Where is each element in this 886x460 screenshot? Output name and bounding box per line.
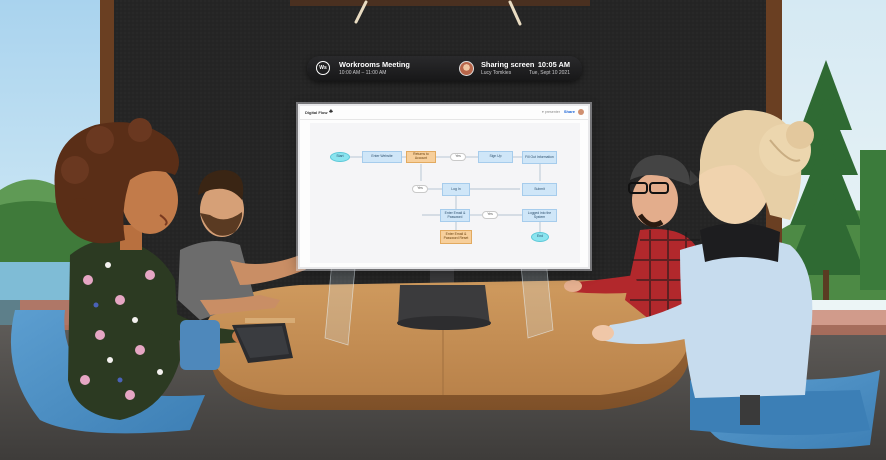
meeting-title: Workrooms Meeting — [339, 60, 410, 69]
shared-screen-display[interactable]: Digital Flow ♣ ▾ presenter Share — [300, 106, 588, 267]
flow-node-yes-2: Yes — [412, 185, 428, 193]
flow-node-logged-into-system: Logged into the System — [522, 209, 557, 222]
meeting-status-bar[interactable]: Ws Workrooms Meeting 10:00 AM – 11:00 AM… — [307, 56, 582, 81]
flow-node-yes-1: Yes — [450, 153, 466, 161]
flow-node-enter-email-password: Enter Email & Password — [440, 209, 470, 222]
flow-node-submit: Submit — [522, 183, 557, 196]
shared-app-title: Digital Flow — [305, 110, 328, 115]
avatar-blonde-woman — [592, 110, 880, 449]
app-logo-icon: ♣ — [329, 109, 333, 115]
presenter-menu[interactable]: ▾ presenter — [542, 110, 560, 114]
flow-node-log-in: Log In — [442, 183, 470, 196]
flow-node-yes-3: Yes — [482, 211, 498, 219]
meeting-time-range: 10:00 AM – 11:00 AM — [339, 70, 387, 76]
flowchart-canvas: Start Enter Website Returns to Account Y… — [310, 123, 580, 263]
sharing-screen-label: Sharing screen — [481, 60, 535, 69]
flow-node-sign-up: Sign Up — [478, 151, 513, 163]
avatar-bearded-man-pointing — [178, 170, 331, 370]
flow-node-end: End — [531, 232, 549, 242]
flow-node-fill-out-information: Fill Out Information — [522, 151, 557, 164]
presenter-name: Lucy Tomkies — [481, 70, 512, 76]
ceiling-lights — [354, 0, 522, 26]
share-button[interactable]: Share — [563, 109, 575, 114]
current-time: 10:05 AM — [537, 60, 570, 69]
user-avatar — [578, 109, 584, 115]
avatar-woman-curly-hair — [10, 118, 293, 434]
workrooms-logo-icon: Ws — [316, 61, 330, 75]
shared-app-toolbar: Digital Flow ♣ ▾ presenter Share — [300, 106, 588, 120]
glass-dividers — [324, 249, 554, 346]
flow-node-enter-website: Enter Website — [362, 151, 402, 163]
flow-node-returns-to-account: Returns to Account — [406, 151, 436, 163]
flow-node-start: Start — [330, 152, 350, 162]
flow-node-enter-email-password-reset: Enter Email & Password Reset — [440, 230, 472, 244]
presenter-avatar — [459, 61, 474, 76]
current-date: Tue, Sept 10 2021 — [529, 70, 570, 76]
conference-table — [205, 280, 690, 410]
